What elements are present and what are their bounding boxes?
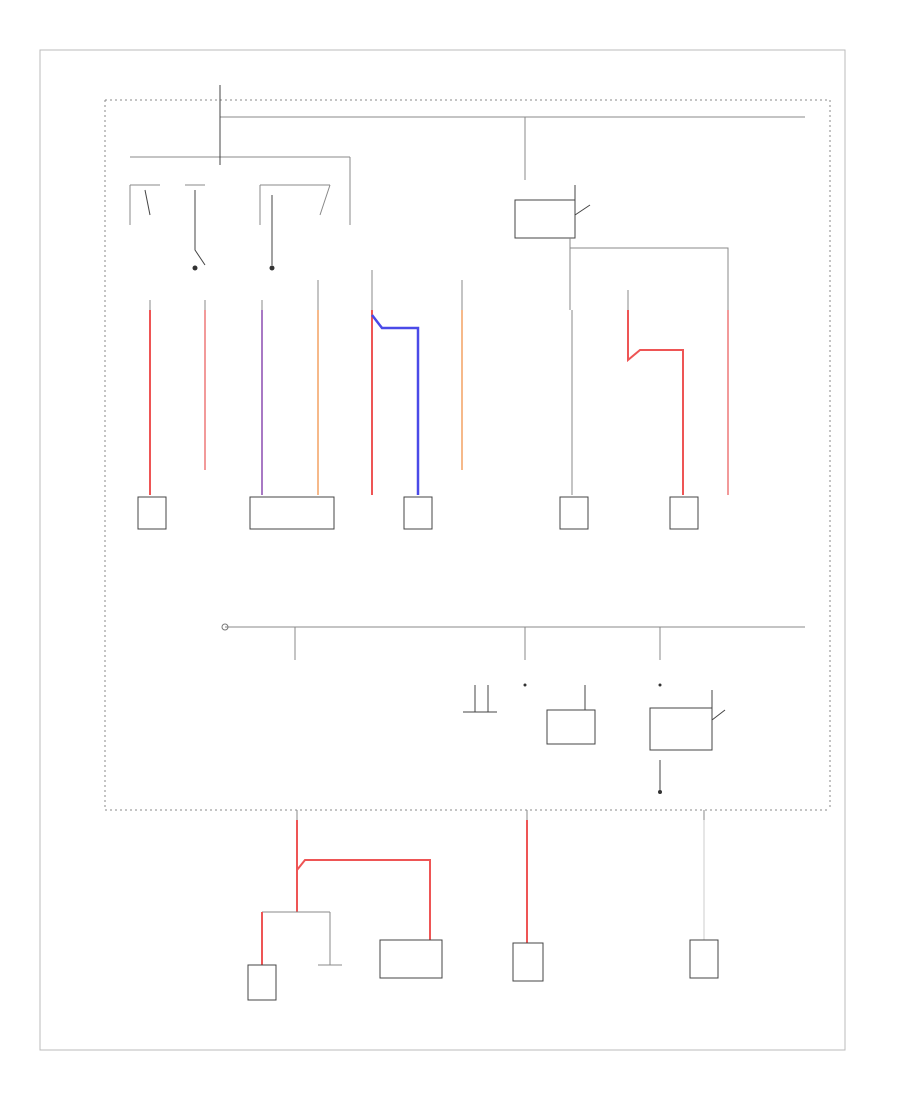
middle-fuse-drops <box>294 627 662 687</box>
right-outlet <box>689 939 719 979</box>
power-outlet <box>512 942 544 982</box>
wire-defog-right <box>627 310 684 495</box>
power-outlet-right <box>546 685 596 745</box>
mid-source-node <box>221 623 229 631</box>
front-blower <box>403 496 433 530</box>
left-heated-mirror <box>137 496 167 530</box>
defogger-relay <box>514 117 729 310</box>
diagram-frame <box>39 49 846 1051</box>
relay-left-1 <box>129 184 206 271</box>
power-relay <box>649 690 726 794</box>
lower-connector-row <box>296 810 705 820</box>
rear-window-defogger-right <box>669 496 699 530</box>
wire-seat-heater-branch <box>296 859 431 940</box>
seat-heater-left <box>247 964 277 1001</box>
power-distribution-box <box>104 99 831 811</box>
heater-module <box>249 496 335 530</box>
relay-left-2 <box>259 184 331 271</box>
upper-connector-row <box>149 270 629 310</box>
seat-heater-module <box>379 939 443 979</box>
wire-blower-blue <box>371 314 420 495</box>
ac-compressor <box>559 496 589 530</box>
power-outlet-left <box>463 685 497 713</box>
